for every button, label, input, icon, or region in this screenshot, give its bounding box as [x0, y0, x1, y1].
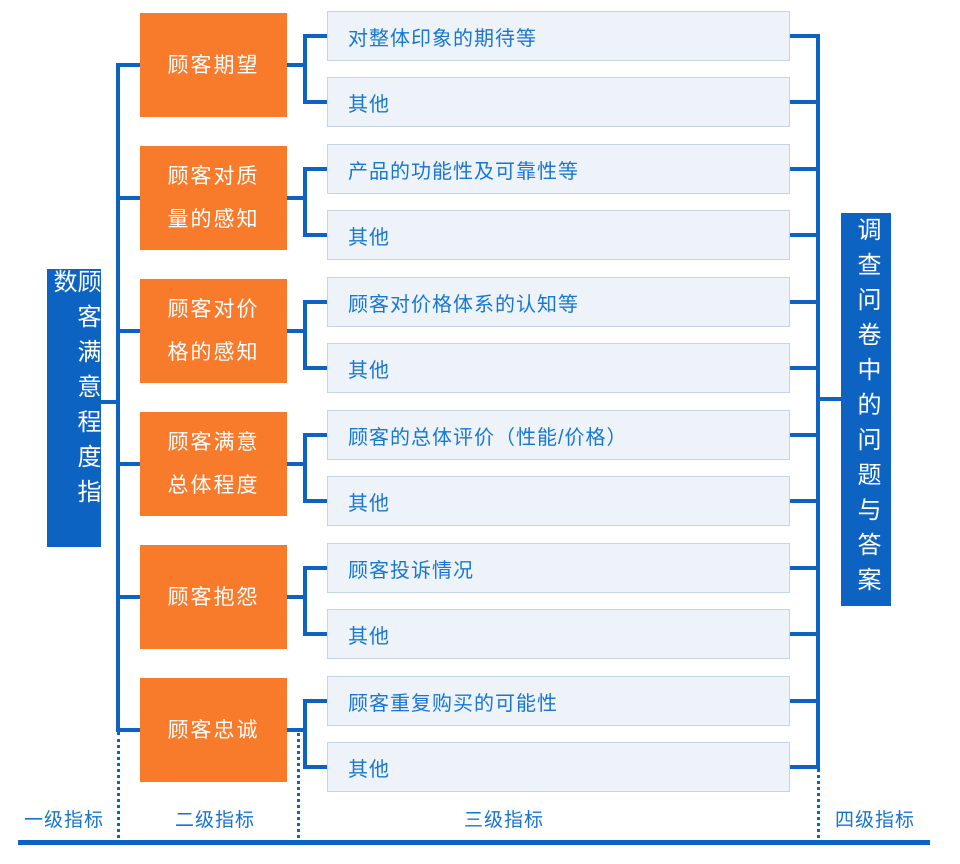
level4-box: 调查问卷中的问题与答案: [841, 213, 891, 606]
connector-line: [790, 699, 820, 703]
connector-line: [287, 462, 307, 466]
level1-label: 顾客满意程度指数: [49, 269, 100, 514]
bracket-line: [303, 566, 307, 636]
bracket-line: [303, 433, 307, 503]
level3-item: 顾客的总体评价（性能/价格）: [327, 410, 790, 460]
connector-line: [303, 167, 327, 171]
level1-connector-line: [99, 400, 120, 404]
connector-line: [790, 34, 820, 38]
tier-separator-dotted-line: [117, 732, 120, 838]
tier-label-level2: 二级指标: [174, 809, 255, 831]
connector-line: [287, 196, 307, 200]
bracket-line: [303, 34, 307, 104]
level3-item-other: 其他: [327, 609, 790, 659]
connector-line: [287, 63, 307, 67]
connector-line: [303, 300, 327, 304]
level2-trunk-line: [116, 63, 120, 732]
tier-separator-dotted-line: [817, 769, 820, 838]
level2-box-overall-satisfaction: 顾客满意总体程度: [140, 412, 287, 516]
connector-line: [790, 100, 820, 104]
level1-box: 顾客满意程度指数: [47, 269, 101, 547]
tier-label-level4: 四级指标: [834, 809, 915, 831]
level3-item-other: 其他: [327, 77, 790, 127]
connector-line: [303, 765, 327, 769]
bracket-line: [303, 699, 307, 769]
bottom-axis-bar: [18, 840, 930, 845]
level4-connector-line: [818, 397, 841, 401]
connector-line: [303, 100, 327, 104]
level2-box-perceived-quality: 顾客对质量的感知: [140, 146, 287, 250]
level3-item-other: 其他: [327, 742, 790, 792]
level3-item: 顾客重复购买的可能性: [327, 676, 790, 726]
connector-line: [790, 300, 820, 304]
bracket-line: [303, 300, 307, 370]
connector-line: [790, 499, 820, 503]
level2-box-complaints: 顾客抱怨: [140, 545, 287, 649]
level3-item-other: 其他: [327, 476, 790, 526]
level3-item-other: 其他: [327, 343, 790, 393]
tier-label-level1: 一级指标: [23, 809, 104, 831]
level2-box-perceived-price: 顾客对价格的感知: [140, 279, 287, 383]
connector-line: [790, 566, 820, 570]
connector-line: [790, 765, 820, 769]
connector-line: [116, 329, 140, 333]
connector-line: [287, 329, 307, 333]
tier-separator-dotted-line: [297, 728, 300, 838]
level3-trunk-line: [816, 34, 820, 769]
connector-line: [790, 167, 820, 171]
connector-line: [116, 595, 140, 599]
connector-line: [287, 595, 307, 599]
level4-label: 调查问卷中的问题与答案: [853, 217, 880, 602]
connector-line: [303, 433, 327, 437]
connector-line: [116, 196, 140, 200]
connector-line: [303, 233, 327, 237]
connector-line: [790, 632, 820, 636]
level3-item: 产品的功能性及可靠性等: [327, 144, 790, 194]
connector-line: [303, 366, 327, 370]
tier-label-level3: 三级指标: [463, 809, 544, 831]
level3-item: 顾客对价格体系的认知等: [327, 277, 790, 327]
connector-line: [303, 499, 327, 503]
connector-line: [303, 699, 327, 703]
connector-line: [116, 63, 140, 67]
level2-box-expectation: 顾客期望: [140, 13, 287, 117]
level3-item-other: 其他: [327, 210, 790, 260]
connector-line: [116, 728, 140, 732]
level3-item: 对整体印象的期待等: [327, 11, 790, 61]
connector-line: [303, 632, 327, 636]
connector-line: [303, 34, 327, 38]
connector-line: [303, 566, 327, 570]
connector-line: [790, 233, 820, 237]
level3-item: 顾客投诉情况: [327, 543, 790, 593]
connector-line: [116, 462, 140, 466]
level2-box-loyalty: 顾客忠诚: [140, 678, 287, 782]
bracket-line: [303, 167, 307, 237]
connector-line: [790, 366, 820, 370]
connector-line: [790, 433, 820, 437]
